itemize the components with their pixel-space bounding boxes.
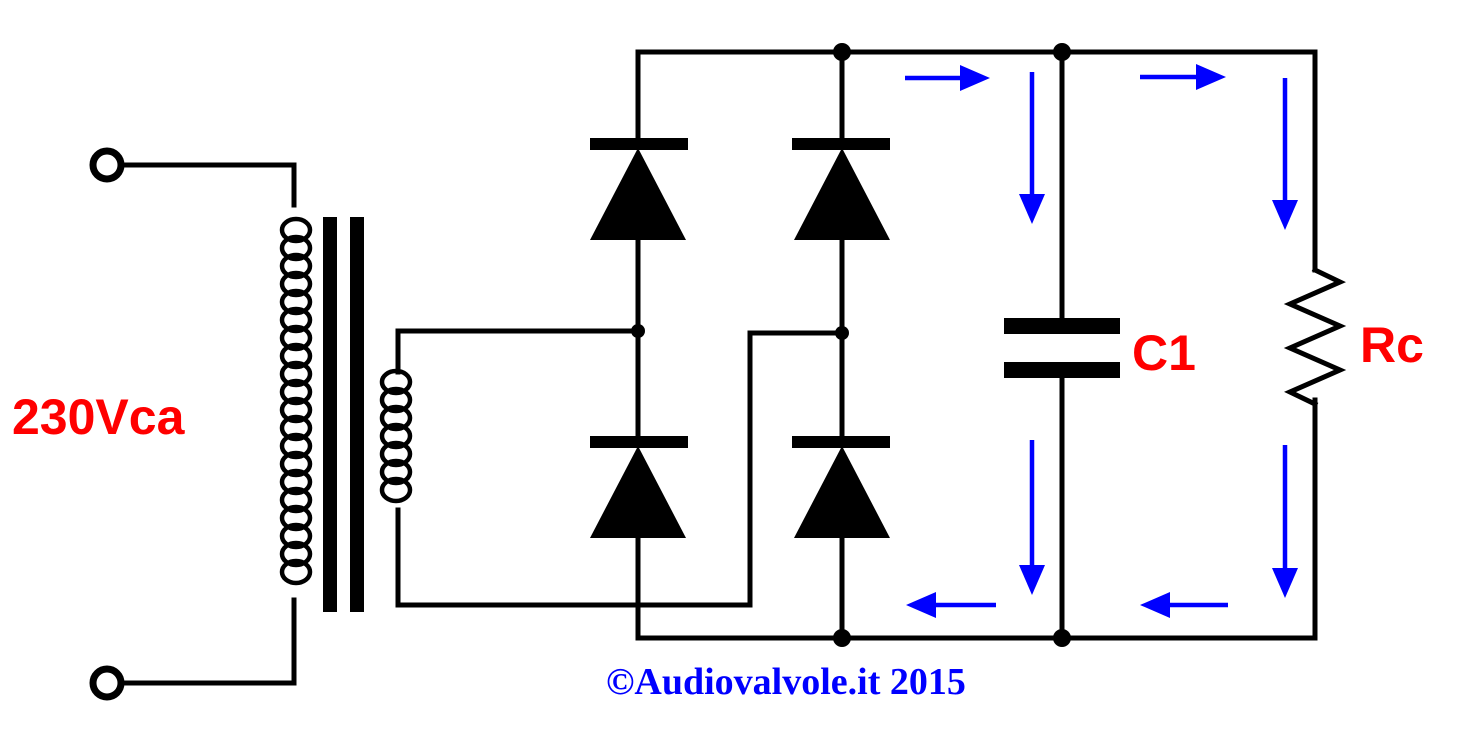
- flow-arrow-down: [1272, 445, 1298, 598]
- coil-loop: [279, 486, 313, 514]
- flow-arrow-left: [906, 592, 996, 618]
- primary-winding: [279, 216, 313, 586]
- flow-arrow-down: [1019, 440, 1045, 595]
- flow-arrow-left: [1140, 592, 1228, 618]
- coil-loop: [279, 522, 313, 550]
- capacitor-c1: [1004, 318, 1120, 378]
- coil-loop: [279, 306, 313, 334]
- primary-lead-bottom: [118, 597, 297, 686]
- flow-arrow-down: [1019, 72, 1045, 224]
- coil-loop: [379, 476, 413, 504]
- coil-loop: [279, 450, 313, 478]
- junction-dots: [631, 43, 1071, 647]
- coil-loop: [379, 422, 413, 450]
- primary-lead-top: [118, 162, 297, 208]
- junction-dot: [835, 326, 849, 340]
- diode-top-right: [792, 138, 890, 240]
- coil-loop: [279, 252, 313, 280]
- resistor-label: Rc: [1360, 317, 1424, 373]
- negative-rail: [635, 397, 1318, 641]
- coil-loop: [279, 504, 313, 532]
- coil-loop: [279, 558, 313, 586]
- coil-loop: [379, 386, 413, 414]
- capacitor-plate-bottom: [1004, 362, 1120, 378]
- coil-loop: [279, 360, 313, 388]
- coil-loop: [279, 540, 313, 568]
- flow-arrow-right: [905, 65, 990, 91]
- junction-dot: [833, 43, 851, 61]
- coil-loop: [279, 342, 313, 370]
- secondary-winding: [379, 368, 413, 504]
- junction-dot: [1053, 629, 1071, 647]
- coil-loop: [279, 432, 313, 460]
- coil-loop: [379, 440, 413, 468]
- transformer-core-left: [323, 217, 337, 612]
- resistor-zigzag: [1283, 266, 1347, 408]
- diode-bottom-right: [792, 436, 890, 538]
- coil-loop: [279, 270, 313, 298]
- flow-arrow-right: [1140, 64, 1226, 90]
- input-terminal-bottom: [89, 665, 125, 701]
- input-terminals: [89, 147, 297, 701]
- coil-loop: [279, 414, 313, 442]
- junction-dot: [1053, 43, 1071, 61]
- coil-loop: [279, 378, 313, 406]
- secondary-lead-bottom: [395, 330, 845, 608]
- capacitor-plate-top: [1004, 318, 1120, 334]
- input-voltage-label: 230Vca: [12, 389, 186, 445]
- current-flow-arrows: [905, 64, 1298, 618]
- capacitor-label: C1: [1132, 325, 1196, 381]
- transformer-core-right: [350, 217, 364, 612]
- junction-dot: [833, 629, 851, 647]
- junction-dot: [631, 324, 645, 338]
- coil-loop: [279, 216, 313, 244]
- bridge-wiring: [635, 49, 1318, 641]
- coil-loop: [279, 234, 313, 262]
- coil-loop: [279, 396, 313, 424]
- positive-rail: [635, 49, 1318, 273]
- flow-arrow-down: [1272, 78, 1298, 230]
- input-terminal-top: [89, 147, 125, 183]
- transformer: [279, 216, 845, 612]
- coil-loop: [279, 324, 313, 352]
- coil-loop: [379, 404, 413, 432]
- copyright-text: ©Audiovalvole.it 2015: [606, 661, 966, 703]
- resistor-rc: [1283, 266, 1347, 408]
- coil-loop: [279, 468, 313, 496]
- diode-bottom-left: [590, 436, 688, 538]
- coil-loop: [279, 288, 313, 316]
- secondary-lead-top: [395, 328, 641, 375]
- diode-top-left: [590, 138, 688, 240]
- coil-loop: [379, 458, 413, 486]
